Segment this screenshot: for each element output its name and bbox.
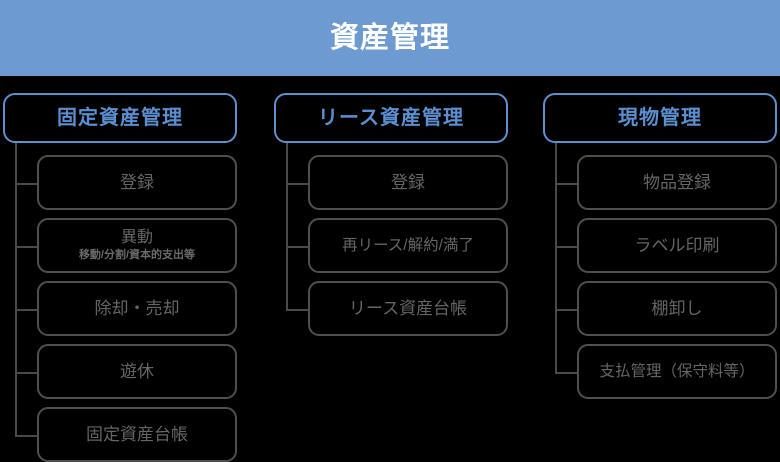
- tree-item-label: リース資産台帳: [348, 298, 468, 318]
- tree-item[interactable]: 遊休: [37, 344, 237, 399]
- section-header-label: 固定資産管理: [57, 107, 183, 129]
- tree-connector-stub: [555, 371, 577, 374]
- tree-connector-stub: [15, 308, 37, 311]
- tree-item-label: 固定資産台帳: [86, 424, 188, 444]
- tree-connector-stub: [555, 308, 577, 311]
- tree-item[interactable]: 登録: [308, 155, 508, 210]
- tree-item-label: 遊休: [120, 361, 154, 381]
- tree-connector-stub: [555, 245, 577, 248]
- tree-item[interactable]: 異動移動/分割/資本的支出等: [37, 218, 237, 273]
- tree-connector-stub: [286, 245, 308, 248]
- tree-item-label: 登録: [391, 172, 425, 192]
- tree-connector-stub: [555, 182, 577, 185]
- tree-connector-stub: [15, 434, 37, 437]
- tree-connector-rail-1: [286, 143, 288, 309]
- section-header-label: リース資産管理: [318, 107, 464, 129]
- tree-item[interactable]: ラベル印刷: [577, 218, 777, 273]
- column-2: 現物管理物品登録ラベル印刷棚卸し支払管理（保守料等）: [543, 76, 777, 462]
- tree-connector-stub: [15, 371, 37, 374]
- tree-item[interactable]: 再リース/解約/満了: [308, 218, 508, 273]
- tree-item-label: 除却・売却: [94, 298, 180, 318]
- tree-connector-stub: [286, 182, 308, 185]
- tree-connector-stub: [15, 245, 37, 248]
- tree-item-label: 支払管理（保守料等）: [599, 362, 755, 380]
- tree-item[interactable]: リース資産台帳: [308, 281, 508, 336]
- tree-connector-rail-2: [555, 143, 557, 372]
- page-title: 資産管理: [329, 21, 450, 54]
- tree-item-label: 登録: [120, 172, 154, 192]
- tree-item-label: 棚卸し: [651, 298, 703, 318]
- tree-item-label: 物品登録: [643, 172, 711, 192]
- tree-item-label: ラベル印刷: [634, 235, 720, 255]
- page-title-banner: 資産管理: [0, 0, 780, 76]
- tree-connector-stub: [286, 308, 308, 311]
- tree-item[interactable]: 固定資産台帳: [37, 407, 237, 462]
- tree-item[interactable]: 除却・売却: [37, 281, 237, 336]
- tree-item-label: 再リース/解約/満了: [342, 236, 474, 254]
- section-header-1[interactable]: リース資産管理: [274, 93, 508, 143]
- tree-item[interactable]: 支払管理（保守料等）: [577, 344, 777, 399]
- column-0: 固定資産管理登録異動移動/分割/資本的支出等除却・売却遊休固定資産台帳: [3, 76, 237, 462]
- tree-item[interactable]: 棚卸し: [577, 281, 777, 336]
- column-1: リース資産管理登録再リース/解約/満了リース資産台帳: [274, 76, 508, 462]
- tree-item[interactable]: 物品登録: [577, 155, 777, 210]
- columns-container: 固定資産管理登録異動移動/分割/資本的支出等除却・売却遊休固定資産台帳リース資産…: [0, 76, 780, 462]
- tree-connector-rail-0: [15, 143, 17, 435]
- section-header-0[interactable]: 固定資産管理: [3, 93, 237, 143]
- tree-item-subtitle: 移動/分割/資本的支出等: [78, 248, 196, 261]
- section-header-2[interactable]: 現物管理: [543, 93, 777, 143]
- tree-connector-stub: [15, 182, 37, 185]
- tree-item[interactable]: 登録: [37, 155, 237, 210]
- tree-item-label: 異動: [120, 229, 153, 247]
- section-header-label: 現物管理: [618, 107, 702, 129]
